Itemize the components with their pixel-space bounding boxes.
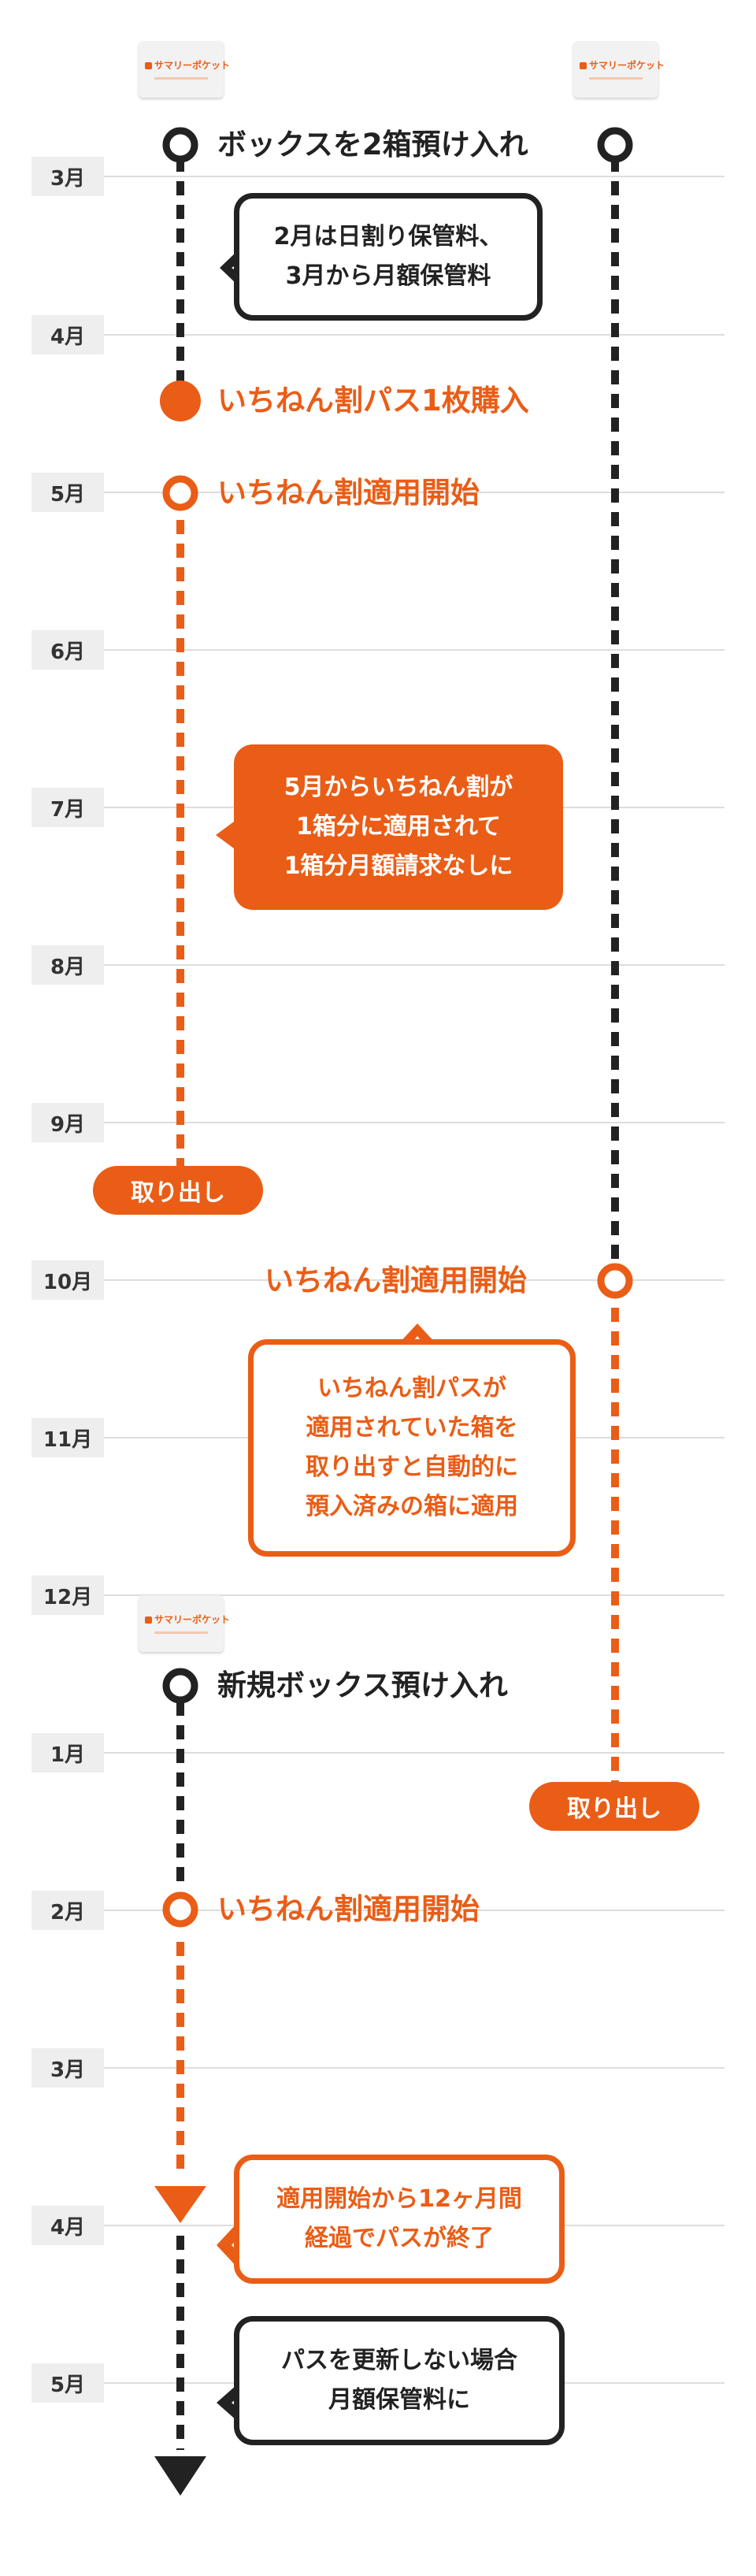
box-icon: サマリーポケット [573,41,665,98]
event-apply-start: いちねん割適用開始 [217,1892,480,1926]
takeout-badge: 取り出し [529,1782,699,1831]
event-new-box-deposit: 新規ボックス預け入れ [217,1668,508,1702]
note-pass-transfer: いちねん割パスが 適用されていた箱を 取り出すと自動的に 預入済みの箱に適用 [248,1339,576,1557]
event-apply-start: いちねん割適用開始 [265,1264,527,1297]
note-no-renewal: パスを更新しない場合 月額保管料に [234,2316,565,2445]
month-label: 3月 [32,2048,104,2088]
node-new-deposit [162,1668,198,1704]
dark-arrow-head [154,2456,206,2496]
event-pass-purchase: いちねん割パス1枚購入 [217,384,529,418]
box-icon: サマリーポケット [139,1595,230,1652]
month-label: 5月 [32,2363,104,2403]
month-label: 1月 [32,1733,104,1772]
node-pass-purchase [160,380,201,421]
month-label: 6月 [32,630,104,670]
node-apply-a [162,475,198,511]
month-label: 3月 [32,157,104,196]
month-label: 2月 [32,1891,104,1930]
month-label: 9月 [32,1103,104,1142]
node-deposit-a [162,127,198,163]
month-label: 7月 [32,788,104,827]
orange-arrow-head [154,2186,206,2223]
note-may-apply: 5月からいちねん割が 1箱分に適用されて 1箱分月額請求なしに [234,744,563,910]
event-deposit-two-boxes: ボックスを2箱預け入れ [217,128,528,161]
month-label: 11月 [32,1418,104,1457]
note-pass-end: 適用開始から12ヶ月間 経過でパスが終了 [234,2155,565,2284]
month-label: 10月 [32,1260,104,1300]
node-apply-b [597,1263,633,1299]
month-label: 5月 [32,473,104,512]
bubble-tail [217,2385,237,2421]
note-daily-rate: 2月は日割り保管料、 3月から月額保管料 [234,193,543,321]
box-icon: サマリーポケット [139,41,230,98]
bubble-tail [217,2223,237,2267]
month-label: 12月 [32,1576,104,1615]
node-apply-c [162,1891,198,1928]
takeout-badge: 取り出し [93,1166,263,1215]
month-label: 8月 [32,945,104,985]
event-apply-start: いちねん割適用開始 [217,476,480,510]
month-label: 4月 [32,2206,104,2245]
node-deposit-b [597,127,633,163]
month-label: 4月 [32,315,104,354]
bubble-tail [216,819,237,851]
